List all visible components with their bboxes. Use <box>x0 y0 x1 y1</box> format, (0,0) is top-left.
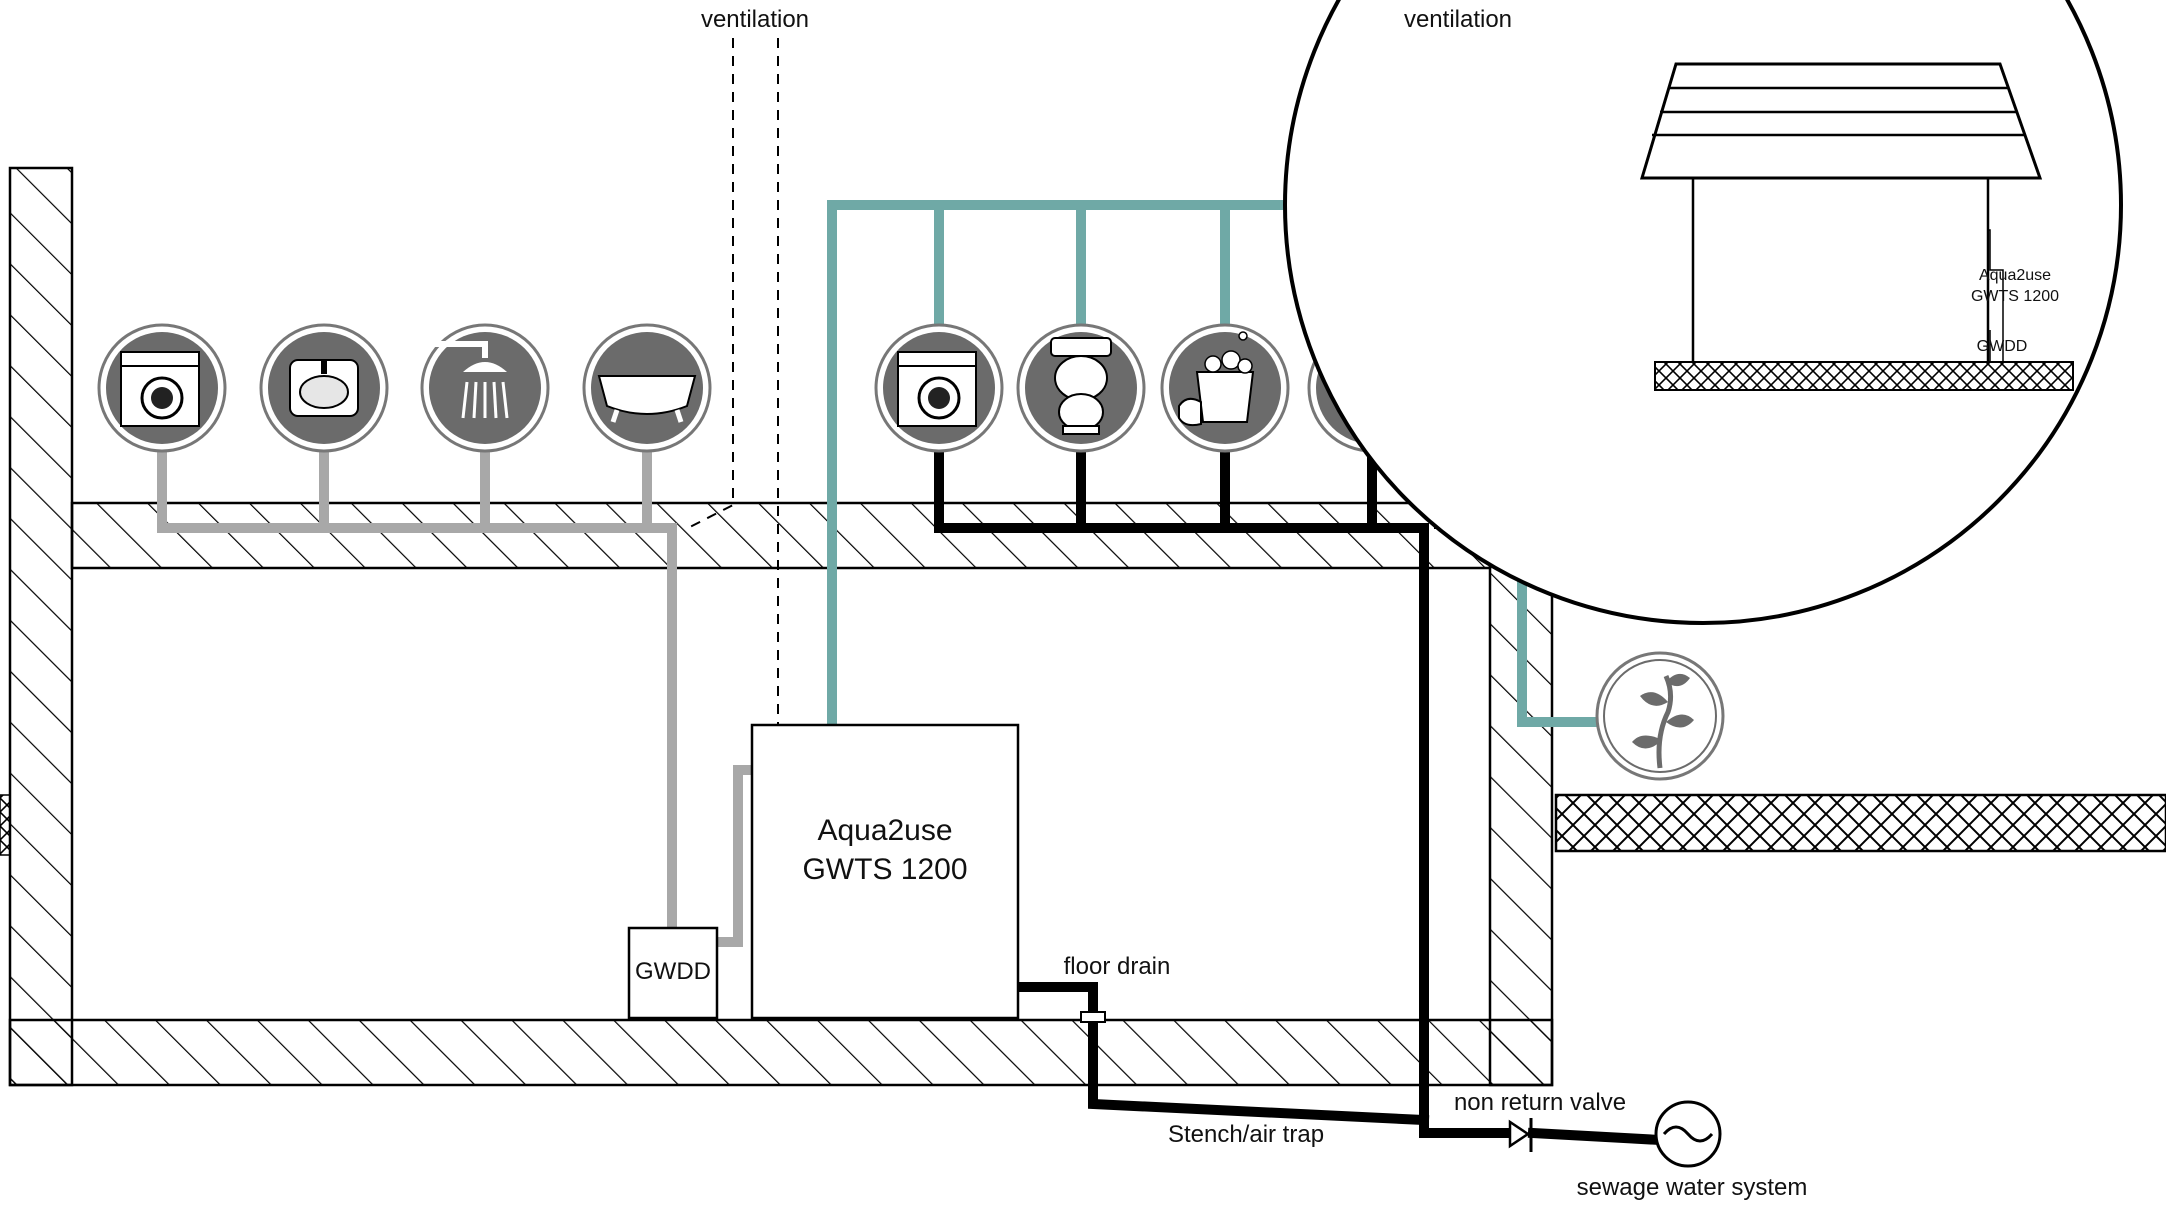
greywater-source-icons <box>97 323 712 453</box>
toilet-icon <box>1016 323 1146 453</box>
sewage-icon <box>1654 1100 1722 1168</box>
stench-trap-label: Stench/air trap <box>1168 1121 1324 1148</box>
non-return-valve-label: non return valve <box>1454 1089 1626 1116</box>
house-inset-icon: Aqua2use GWTS 1200 GWDD <box>1283 0 2123 625</box>
ventilation-label-right: ventilation <box>1404 6 1512 33</box>
floor-drain-fitting <box>1080 1011 1106 1023</box>
greywater-pipes <box>157 435 757 947</box>
shower-icon <box>420 323 550 453</box>
sewage-system-label: sewage water system <box>1577 1174 1808 1201</box>
sink-icon <box>259 323 389 453</box>
floor-drain-label: floor drain <box>1064 953 1171 980</box>
gwdd-label: GWDD <box>635 958 711 985</box>
inset-label-line1: Aqua2use <box>1979 267 2051 284</box>
bathtub-icon <box>582 323 712 453</box>
left-wall <box>8 166 74 1087</box>
upper-floor-slab <box>70 501 1492 570</box>
plant-icon <box>1595 651 1725 781</box>
ventilation-label-left: ventilation <box>701 6 809 33</box>
cleaning-bucket-icon <box>1160 323 1290 453</box>
gwts-1200-tank <box>750 723 1020 1020</box>
washing-machine-icon <box>874 323 1004 453</box>
inset-gwdd-label: GWDD <box>1977 338 2028 355</box>
washing-machine-icon <box>97 323 227 453</box>
ground-floor-slab <box>8 1018 1554 1087</box>
ventilation-duct-left <box>687 38 779 725</box>
left-wall-edge-detail <box>0 794 11 856</box>
inset-label-line2: GWTS 1200 <box>1971 288 2059 305</box>
exterior-ground <box>1554 793 2166 853</box>
tank-label-line1: Aqua2use <box>817 814 952 847</box>
tank-label-line2: GWTS 1200 <box>802 853 967 886</box>
non-return-valve-symbol <box>1508 1118 1533 1152</box>
gwdd-diverter <box>627 926 719 1020</box>
